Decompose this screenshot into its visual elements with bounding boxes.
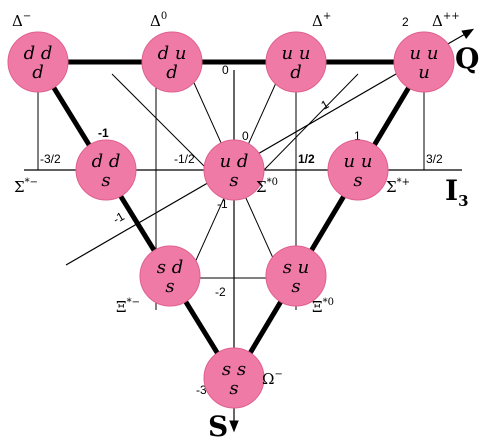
particle-delta-zero: d ud Δ0 xyxy=(141,11,203,93)
tick-i3-neg-1-2: -1/2 xyxy=(174,152,195,166)
particle-delta-minus: d dd Δ− xyxy=(7,11,69,93)
i3-axis-letter: I xyxy=(445,174,458,207)
quark-content-top: u u xyxy=(410,43,439,64)
particle-circle xyxy=(141,31,203,93)
quark-content-bottom: d xyxy=(166,62,178,83)
tick-i3-pos-1-2: 1/2 xyxy=(298,152,315,166)
particle-label: Δ0 xyxy=(150,11,167,30)
particle-label: Ξ*0 xyxy=(312,297,334,316)
particle-circle xyxy=(265,245,327,307)
particle-sigma-minus: d ds Σ*− xyxy=(14,139,137,201)
particle-circle xyxy=(265,31,327,93)
quark-content-top: u u xyxy=(344,151,373,172)
particle-omega-minus: s ss Ω− xyxy=(203,347,283,409)
q-axis-label: Q xyxy=(455,42,479,75)
quark-content-bottom: s xyxy=(165,276,174,297)
tick-q-pos1-upper: 1 xyxy=(319,97,332,113)
quark-content-top: s s xyxy=(222,359,246,380)
particle-delta-plusplus: u uu Δ++ xyxy=(393,11,460,93)
quark-content-top: s u xyxy=(283,257,310,278)
quark-content-top: u d xyxy=(220,151,249,172)
i3-axis-label: I3 xyxy=(445,174,469,210)
tick-s-zero-top: 0 xyxy=(222,63,229,77)
tick-q-pos1: 1 xyxy=(354,129,361,143)
tick-labels: -3/2 -1/2 1/2 3/2 0 0 -1 -2 -3 -1 -1 1 1… xyxy=(40,15,443,397)
particle-label: Σ*− xyxy=(14,177,38,196)
particle-circle xyxy=(203,139,265,201)
quark-content-top: s d xyxy=(157,257,183,278)
quark-content-bottom: s xyxy=(101,170,110,191)
particle-label: Δ− xyxy=(12,11,31,30)
tick-q-pos2: 2 xyxy=(402,15,409,29)
quark-content-bottom: s xyxy=(229,170,238,191)
quark-content-top: d d xyxy=(92,151,121,172)
particle-label: Ω− xyxy=(262,369,283,388)
particle-circle xyxy=(75,139,137,201)
tick-s-neg2: -2 xyxy=(215,285,226,299)
quark-content-bottom: s xyxy=(353,170,362,191)
particle-label: Ξ*− xyxy=(116,297,140,316)
tick-s-neg1-center: -1 xyxy=(217,197,228,211)
particle-label: Σ*+ xyxy=(386,177,410,196)
quark-content-top: d d xyxy=(24,43,53,64)
quark-content-bottom: s xyxy=(291,276,300,297)
particle-label: Δ+ xyxy=(312,11,331,30)
particle-sigma-zero: u ds Σ*0 xyxy=(203,139,278,201)
s-axis-label: S xyxy=(208,410,228,443)
particle-circle xyxy=(7,31,69,93)
quark-content-top: u u xyxy=(282,43,311,64)
particle-circle xyxy=(203,347,265,409)
triangle-edges xyxy=(35,59,427,383)
tick-i3-neg-3-2: -3/2 xyxy=(40,152,61,166)
tick-q-neg1-axis: -1 xyxy=(111,209,128,227)
i3-axis-subscript: 3 xyxy=(458,192,468,210)
tick-s-neg3: -3 xyxy=(196,383,207,397)
particle-circle xyxy=(393,31,455,93)
particle-circle xyxy=(139,245,201,307)
particle-sigma-plus: u us Σ*+ xyxy=(327,139,410,201)
tick-q-neg1-left: -1 xyxy=(98,126,109,140)
particle-circle xyxy=(327,139,389,201)
particle-label: Δ++ xyxy=(432,11,460,30)
quark-content-bottom: s xyxy=(229,378,238,399)
particle-delta-plus: u ud Δ+ xyxy=(265,11,331,93)
particle-xi-minus: s dsΞ*− xyxy=(116,245,201,316)
tick-s-zero-mid: 0 xyxy=(242,129,249,143)
quark-content-bottom: u xyxy=(418,62,430,83)
particle-label: Σ*0 xyxy=(256,177,278,196)
quark-content-bottom: d xyxy=(32,62,44,83)
tick-i3-pos-3-2: 3/2 xyxy=(426,152,443,166)
particle-xi-zero: s usΞ*0 xyxy=(265,245,334,316)
quark-content-bottom: d xyxy=(290,62,302,83)
quark-content-top: d u xyxy=(158,43,187,64)
